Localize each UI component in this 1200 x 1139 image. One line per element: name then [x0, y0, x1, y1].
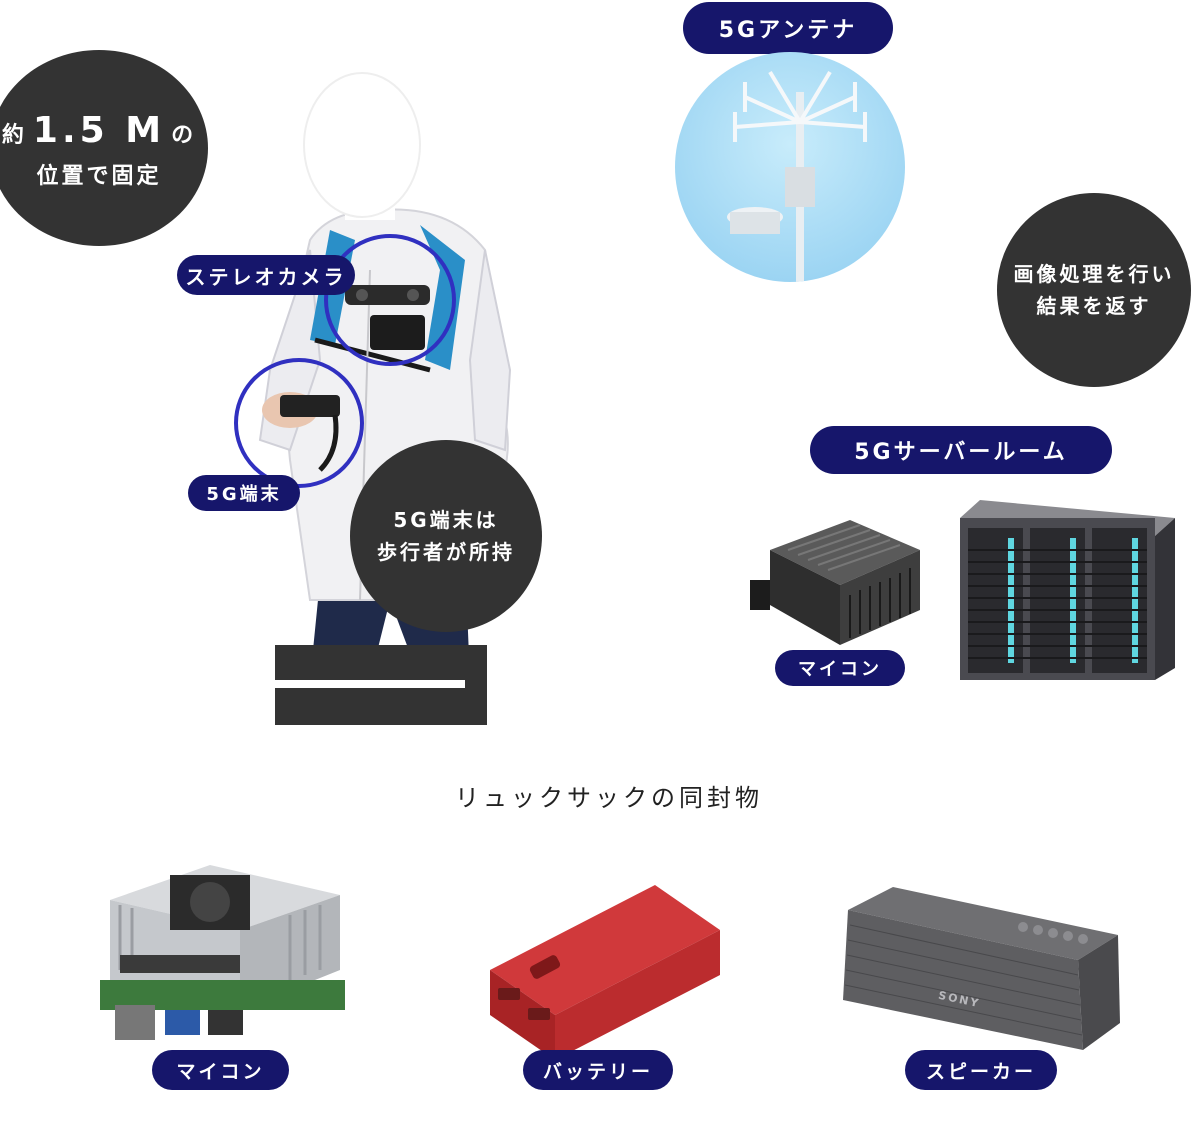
carry-line-2: 歩行者が所持 [377, 540, 515, 564]
height-suffix: の [171, 122, 197, 148]
processing-line-1: 画像処理を行い [1013, 262, 1175, 286]
height-line-2: 位置で固定 [36, 164, 162, 190]
processing-line-2: 結果を返す [1036, 294, 1152, 318]
server-room-label: 5Gサーバールーム [810, 426, 1112, 474]
backpack-micro-image [90, 860, 355, 1050]
jetson-module-image [750, 510, 930, 650]
height-prefix: 約 [1, 122, 27, 148]
backpack-micro-label: マイコン [152, 1050, 289, 1090]
stereo-camera-highlight-ring [324, 234, 456, 366]
speaker-label: スピーカー [905, 1050, 1057, 1090]
carry-line-1: 5G端末は [393, 508, 499, 532]
antenna-label: 5Gアンテナ [683, 2, 893, 54]
backpack-heading: リュックサックの同封物 [455, 784, 763, 812]
carry-info-bubble: 5G端末は 歩行者が所持 [350, 440, 542, 632]
terminal-highlight-ring [234, 358, 364, 488]
terminal-label: 5G端末 [188, 475, 300, 511]
battery-label: バッテリー [523, 1050, 673, 1090]
server-rack-image [960, 500, 1175, 680]
battery-image [470, 880, 730, 1070]
server-micro-label: マイコン [775, 650, 905, 686]
antenna-photo [675, 52, 905, 282]
stereo-camera-label: ステレオカメラ [177, 255, 355, 295]
height-value: 1.5 M [32, 109, 166, 151]
processing-info-bubble: 画像処理を行い 結果を返す [997, 193, 1191, 387]
speaker-image: SONY [838, 885, 1123, 1055]
